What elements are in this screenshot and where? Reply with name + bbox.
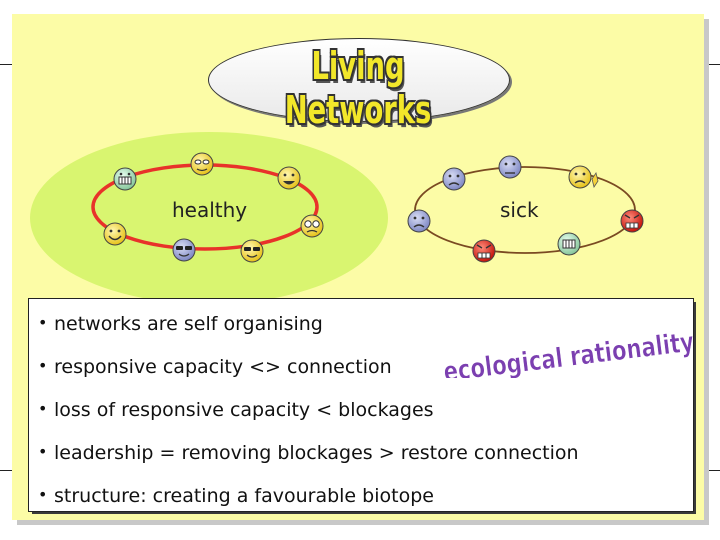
sick-icon (568, 165, 599, 189)
sad-icon (498, 155, 522, 179)
grimace-icon (557, 232, 581, 256)
nerd-icon (300, 214, 324, 238)
bullet-item: •networks are self organising (38, 313, 323, 335)
happy-icon (277, 166, 301, 190)
healthy-label: healthy (172, 198, 248, 222)
bullet-text: loss of responsive capacity < blockages (54, 399, 434, 421)
cool-icon (240, 239, 264, 263)
bullet-text: structure: creating a favourable biotope (54, 485, 434, 507)
bullet-item: •structure: creating a favourable biotop… (38, 485, 434, 507)
bullet-item: •loss of responsive capacity < blockages (38, 399, 434, 421)
bullet-text: leadership = removing blockages > restor… (54, 442, 579, 464)
slide-rule-left-bottom (0, 470, 14, 471)
sad-icon (442, 167, 466, 191)
title-oval (208, 38, 510, 122)
bullet-box (28, 298, 694, 512)
tagline-wordart: ecological rationality (442, 326, 697, 378)
angry-icon (620, 209, 644, 233)
bullet-text: responsive capacity <> connection (54, 356, 392, 378)
content-icon (190, 152, 214, 176)
slide-rule-left-top (0, 64, 14, 65)
smiley-icon (103, 222, 127, 246)
angry-icon (472, 239, 496, 263)
slide-rule-right-top (704, 64, 720, 65)
tagline-text: ecological rationality (442, 327, 696, 378)
sad-icon (407, 209, 431, 233)
smiley-icon (113, 167, 137, 191)
cool-icon (172, 238, 196, 262)
bullet-text: networks are self organising (54, 313, 323, 335)
bullet-item: •responsive capacity <> connection (38, 356, 392, 378)
bullet-item: •leadership = removing blockages > resto… (38, 442, 579, 464)
slide-rule-right-bottom (704, 470, 720, 471)
sick-label: sick (500, 198, 539, 222)
page-title: Living Networks (284, 44, 432, 132)
